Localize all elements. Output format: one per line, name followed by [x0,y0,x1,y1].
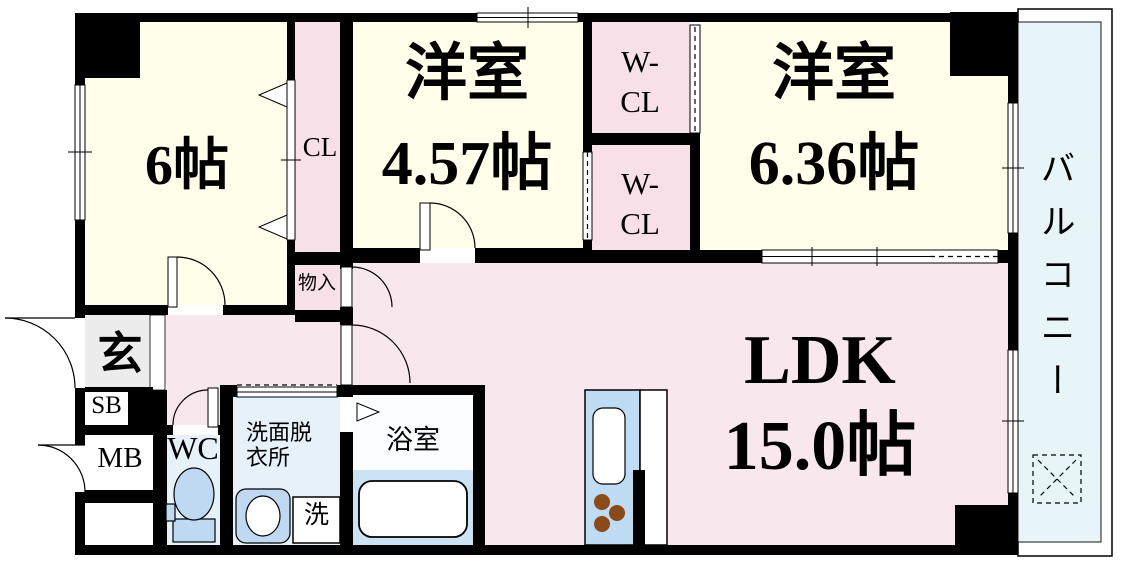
label-bedroom636: 洋室 6.36帖 [748,40,920,198]
label-washroom: 洗面脱 衣所 [246,420,313,470]
meter-box-door [37,444,86,493]
label-wcl-lower: W- CL [620,166,660,242]
entrance-floor [85,315,150,390]
toilet-door [172,387,219,428]
window-bedroom6-west [68,84,92,221]
wcl-upper-floor [592,22,690,133]
hallway-floor [165,315,353,385]
label-storage: 物入 [297,273,336,294]
sink-icon [235,488,291,544]
label-washer: 洗 [303,502,329,529]
stove-burner [609,505,625,521]
label-balcony: バルコニー [1035,150,1075,415]
bathroom-door-marker [356,402,381,422]
washer-pan [292,496,341,544]
kitchen-sink-icon [592,407,626,485]
sliding-door-bedroom6-closet [257,79,301,241]
entrance-step [149,314,166,391]
window-bedroom636-balcony [1002,102,1024,234]
label-entrance: 玄 [97,329,143,379]
window-ldk-balcony [1002,349,1024,494]
hinged-doors [4,202,476,493]
label-shoe-box: SB [91,392,122,419]
balcony-area [1017,8,1113,557]
entrance-door [4,317,76,389]
storage-floor [295,265,340,310]
bedroom457-floor [353,22,583,248]
label-bedroom6: 6帖 [145,135,229,197]
windows [68,7,1024,494]
stove-burner [594,494,610,510]
label-meter-box: MB [97,442,143,474]
storage-door [340,266,393,308]
label-ldk: LDK 15.0帖 [723,322,917,486]
toilet-icon [165,467,216,543]
sliding-door-washroom [236,384,338,398]
sliding-door-wcl-lower [582,151,593,241]
label-bedroom457: 洋室 4.57帖 [381,40,553,198]
window-bedroom457-north [476,7,579,28]
bathtub-icon [358,480,468,538]
meter-box-floor [87,435,153,490]
bedroom6-door [167,256,226,308]
label-toilet: WC [167,430,219,466]
stove-burner [594,516,610,532]
label-wcl-upper: W- CL [620,44,660,120]
shoe-box-floor [85,392,128,425]
ac-unit-dashed-box [1032,454,1082,504]
bedroom457-door [419,202,476,251]
wcl-lower-floor [592,145,690,252]
label-bathroom: 浴室 [386,425,440,455]
closet-cl-floor [295,22,340,252]
fixtures [165,389,668,548]
kitchen-counter [584,389,668,548]
sliding-door-bedroom636-ldk [761,247,999,266]
sliding-door-wcl-upper [689,24,701,134]
sliding-doors [236,24,999,422]
label-closet-cl: CL [302,132,338,162]
hall-ldk-door [340,324,411,386]
